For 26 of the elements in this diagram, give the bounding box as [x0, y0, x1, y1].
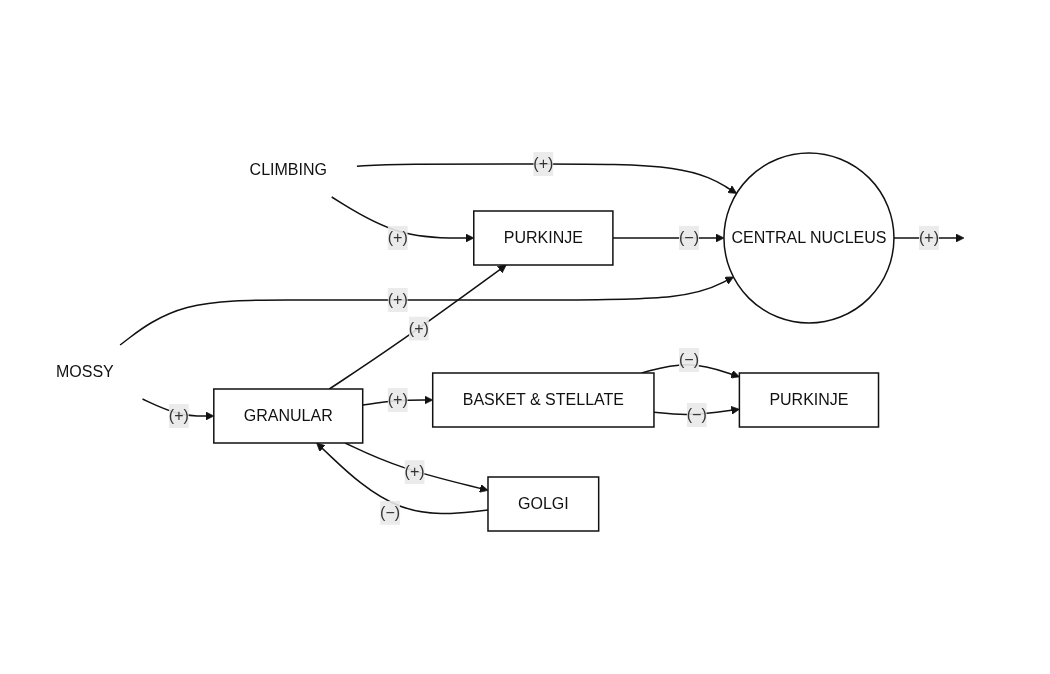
node-circle: CENTRAL NUCLEUS [723, 152, 895, 324]
edge-label: (+) [387, 229, 408, 246]
arrow [344, 442, 489, 493]
node-box: PURKINJE [473, 210, 614, 266]
edge-label: (+) [387, 391, 408, 408]
edge-label: (+) [533, 155, 554, 172]
edge-label: (+) [918, 229, 939, 246]
arrow [119, 276, 734, 346]
edge-label: (+) [404, 463, 425, 481]
edge-label: (−) [686, 405, 707, 423]
node-text: CLIMBING [249, 161, 327, 178]
node-box: PURKINJE [738, 372, 880, 428]
edge-label: (+) [408, 319, 429, 337]
node-box: GRANULAR [213, 388, 364, 444]
edge-label: (−) [678, 229, 699, 246]
edge-label: (−) [380, 503, 401, 521]
edge-label: (+) [168, 407, 189, 424]
arrow [653, 405, 740, 416]
node-text: MOSSY [56, 363, 114, 380]
arrow [356, 163, 737, 194]
edge-label: (−) [678, 351, 699, 368]
arrow [316, 442, 489, 515]
node-box: BASKET & STELLATE [431, 372, 655, 428]
node-box: GOLGI [487, 476, 600, 532]
arrow [328, 264, 507, 390]
edge-label: (+) [387, 291, 408, 308]
